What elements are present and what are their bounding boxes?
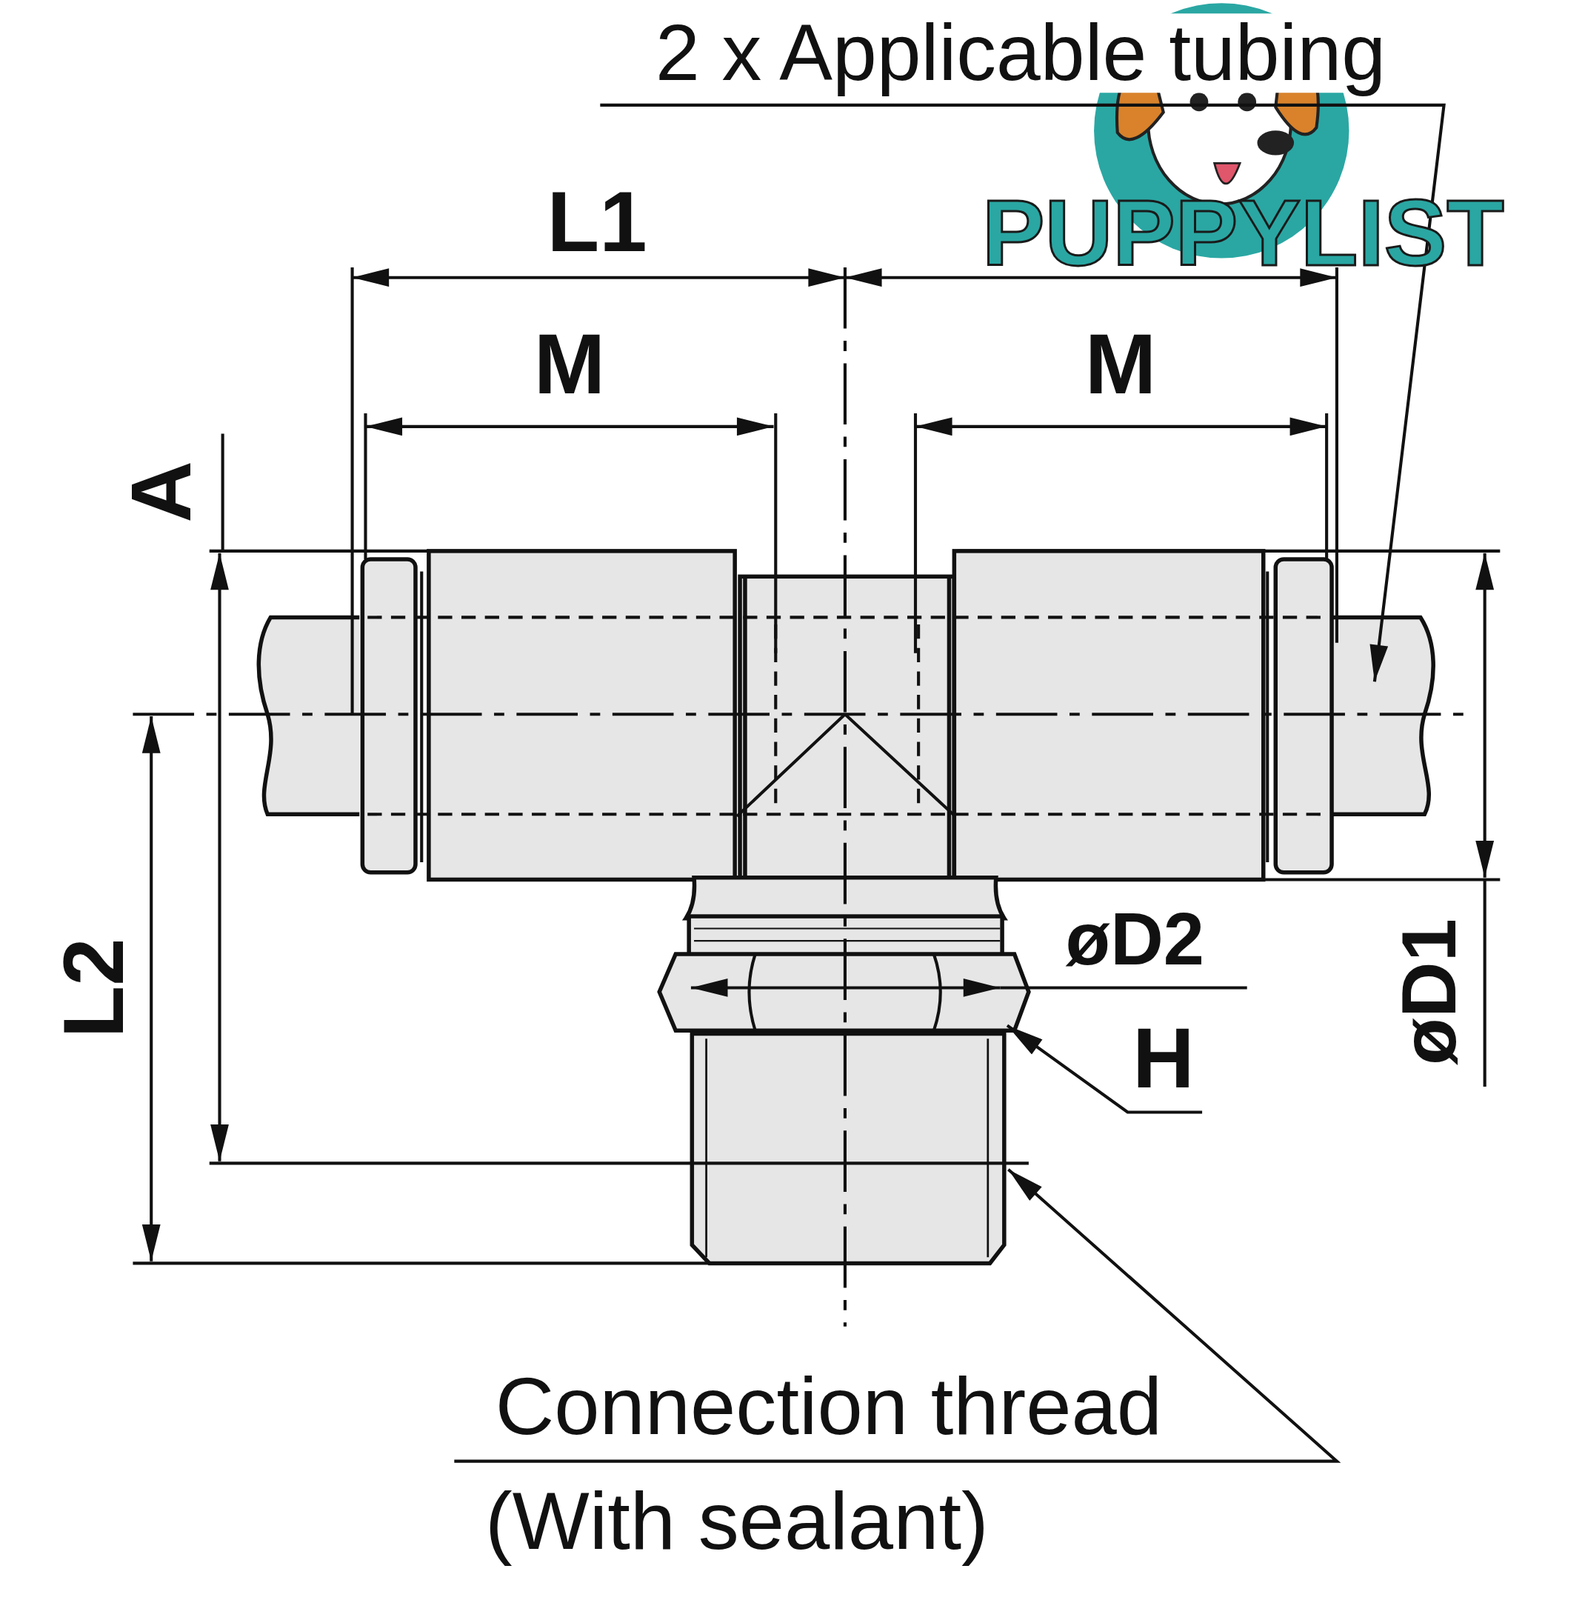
- hidden-lines: [367, 615, 1327, 619]
- center-lines: [132, 712, 1465, 716]
- tee-body: [1265, 571, 1269, 863]
- watermark-badge: [1190, 92, 1209, 112]
- extension-lines: [132, 267, 1500, 1263]
- dimension-lines: [352, 276, 846, 280]
- dimension-label: øD2: [1065, 902, 1205, 976]
- center-lines: [843, 267, 847, 1327]
- extension-lines: [1483, 879, 1487, 1087]
- extension-lines: [1335, 267, 1339, 643]
- extension-lines: [209, 549, 429, 553]
- leader-lines: [454, 105, 1444, 1462]
- threaded-stem: [691, 1033, 1005, 1263]
- dimension-lines: [999, 985, 1247, 989]
- tubing-callout: 2 x Applicable tubing: [651, 13, 1391, 94]
- tee-body: [947, 576, 952, 880]
- extension-lines: [956, 549, 1500, 553]
- dimension-lines: [365, 425, 774, 429]
- dimension-label: M: [534, 321, 606, 408]
- dimension-label: H: [1132, 1015, 1195, 1102]
- dimension-lines: [151, 277, 1485, 1262]
- tee-body: [419, 571, 423, 863]
- hidden-lines: [367, 812, 1327, 816]
- threaded-stem: [706, 1038, 989, 1257]
- extension-lines: [363, 413, 367, 560]
- extension-lines: [221, 433, 225, 551]
- dimension-label: M: [1085, 321, 1157, 408]
- dimension-lines: [217, 553, 221, 1162]
- dimension-lines: [691, 985, 1000, 989]
- dimension-lines: [149, 716, 153, 1262]
- tee-body: [742, 576, 748, 880]
- extension-lines: [351, 267, 355, 714]
- thread-callout: Connection thread: [495, 1364, 1163, 1446]
- extension-lines: [773, 413, 777, 654]
- tee-body: [845, 713, 956, 817]
- tee-body: [736, 713, 846, 817]
- leader-lines: [454, 1169, 1337, 1462]
- dimension-lines: [915, 425, 1327, 429]
- tee-body: [362, 551, 1332, 883]
- tee-body: [739, 576, 954, 883]
- extension-lines: [913, 413, 917, 654]
- watermark-badge: [1214, 162, 1240, 184]
- threaded-stem: [693, 928, 1000, 942]
- center-lines: [132, 267, 1465, 1327]
- watermark-text: PUPPYLIST: [982, 185, 1505, 280]
- watermark-badge: [1237, 92, 1257, 112]
- dimension-lines: [1483, 553, 1487, 878]
- dimension-label: L2: [51, 937, 138, 1038]
- extension-lines: [209, 1161, 1029, 1165]
- watermark-badge: [1256, 130, 1294, 155]
- dimension-label: A: [118, 460, 205, 523]
- extension-lines: [1263, 877, 1501, 881]
- dimension-label: L1: [547, 179, 648, 266]
- dimension-label: øD1: [1390, 919, 1468, 1066]
- extension-lines: [1325, 413, 1328, 560]
- extension-lines: [132, 1261, 714, 1265]
- thread-callout: (With sealant): [485, 1479, 989, 1562]
